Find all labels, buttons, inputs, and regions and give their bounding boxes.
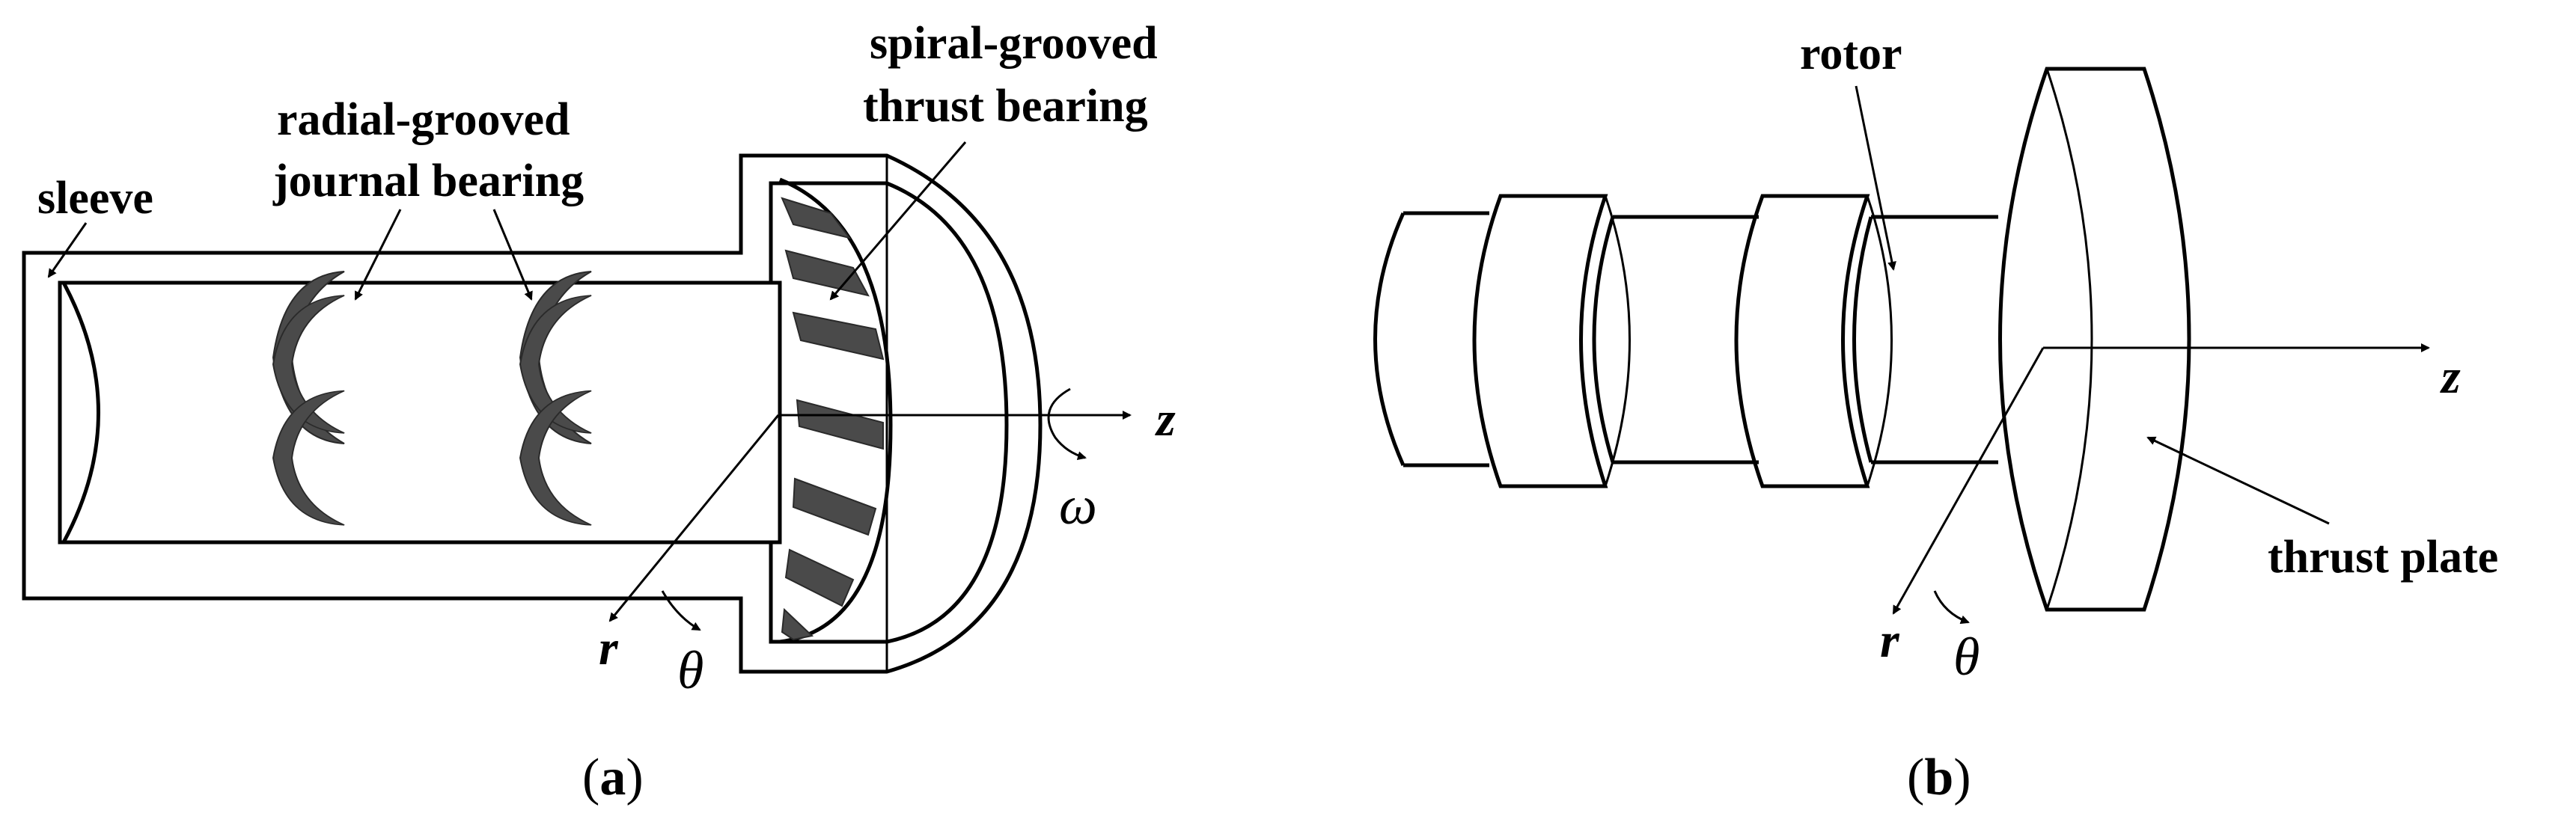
r-axis	[608, 414, 780, 622]
r-axis-b-label: r	[1880, 613, 1900, 668]
r-axis-label: r	[599, 621, 619, 675]
rotor-leader	[1855, 85, 1896, 271]
sleeve-inner	[58, 181, 1009, 644]
theta-b-label: θ	[1953, 627, 1980, 687]
collar-2-ridge	[1866, 195, 1893, 487]
shaft-segment-1	[1592, 215, 1759, 464]
journal-rotor	[60, 280, 782, 545]
theta-arc	[661, 590, 701, 631]
rotor-label: rotor	[1800, 28, 1902, 79]
caption-a-open: (	[582, 749, 599, 806]
thrust-grooves	[781, 197, 885, 641]
groove-mark	[519, 390, 592, 526]
omega-arc	[1047, 387, 1087, 461]
spiral-groove	[792, 311, 885, 361]
panel-b: rotor thrust plate z r θ (b)	[1373, 28, 2498, 806]
spiral-groove	[781, 197, 852, 239]
thrust-leader	[829, 141, 967, 301]
journal-leader-2	[492, 209, 533, 301]
shaft-segment-2	[1852, 215, 1998, 464]
thrust-label-line2: thrust bearing	[863, 81, 1148, 132]
omega-label: ω	[1059, 476, 1097, 536]
spiral-groove	[792, 477, 877, 536]
caption-a: (a)	[582, 749, 644, 806]
z-axis-label: z	[1155, 392, 1176, 447]
collar-1-ridge	[1604, 195, 1631, 487]
spiral-groove	[796, 399, 884, 450]
theta-label: θ	[677, 640, 703, 700]
z-axis-b-label: z	[2440, 349, 2461, 404]
theta-arc-b	[1933, 590, 1970, 625]
groove-mark	[272, 390, 345, 526]
journal-collar-1	[1472, 194, 1608, 488]
journal-collar-2	[1734, 194, 1870, 488]
shaft-end-cylinder	[1373, 211, 1489, 467]
thrust-plate-label: thrust plate	[2268, 532, 2498, 583]
caption-b-open: (	[1907, 749, 1924, 806]
sleeve-outline	[22, 153, 1043, 674]
caption-a-close: )	[626, 749, 643, 806]
thrust-plate-leader	[2146, 436, 2330, 525]
sleeve-label: sleeve	[37, 173, 153, 224]
panel-a: sleeve radial-grooved journal bearing sp…	[22, 18, 1176, 806]
thrust-label-line1: spiral-grooved	[870, 18, 1158, 69]
sleeve-leader	[47, 222, 88, 278]
spiral-groove	[784, 249, 870, 297]
journal-label-line2: journal bearing	[272, 156, 584, 206]
journal-label-line1: radial-grooved	[277, 94, 570, 145]
groove-mark	[272, 295, 345, 434]
caption-a-letter: a	[599, 749, 626, 806]
caption-b-letter: b	[1924, 749, 1953, 806]
r-axis-b	[1892, 347, 2045, 615]
thrust-plate	[1998, 67, 2191, 612]
spiral-groove	[781, 607, 814, 641]
journal-grooves	[272, 271, 592, 526]
caption-b-close: )	[1953, 749, 1971, 806]
thrust-plate-rim	[2045, 68, 2093, 610]
spiral-groove	[784, 548, 855, 607]
groove-mark	[519, 295, 592, 434]
journal-leader-1	[354, 209, 402, 301]
caption-b: (b)	[1907, 749, 1971, 806]
